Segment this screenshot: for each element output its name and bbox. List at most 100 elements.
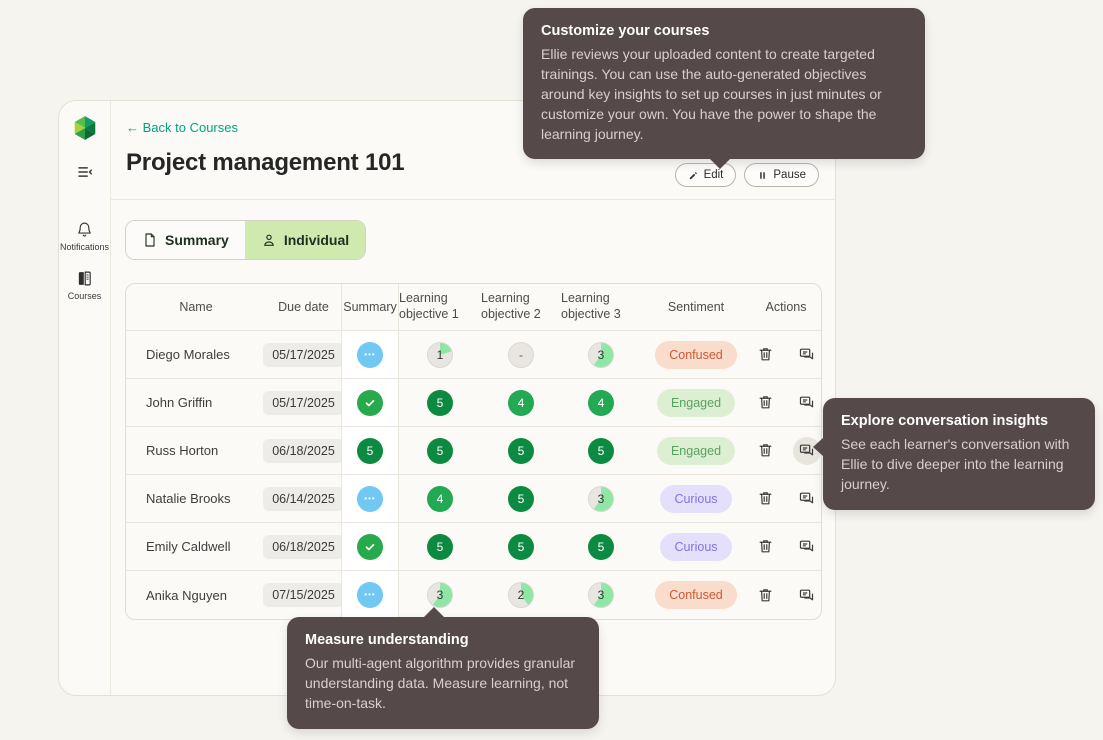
learner-name: Russ Horton (146, 443, 219, 458)
due-date-cell: 06/14/2025 (263, 475, 344, 522)
page-title: Project management 101 (126, 149, 405, 176)
chat-button[interactable] (793, 581, 821, 609)
page-header: ← Back to Courses Project management 101… (111, 101, 835, 200)
column-header-sentiment: Sentiment (667, 300, 725, 314)
due-date-cell: 06/18/2025 (263, 523, 344, 570)
summary-cell: ••• (341, 331, 399, 378)
score-badge: 5 (427, 389, 453, 416)
due-date-cell: 07/15/2025 (263, 571, 344, 619)
in-progress-badge: ••• (357, 341, 383, 368)
delete-button[interactable] (752, 485, 780, 513)
chat-icon (799, 540, 814, 552)
due-date-cell: 05/17/2025 (263, 379, 344, 426)
tooltip-arrow (423, 607, 445, 618)
sentiment-badge: Confused (655, 581, 737, 609)
summary-cell (341, 379, 399, 426)
delete-button[interactable] (752, 437, 780, 465)
name-cell: Diego Morales (126, 331, 266, 378)
column-header-actions: Actions (765, 300, 807, 314)
score-pie-badge: 2 (508, 582, 534, 608)
edit-button-label: Edit (703, 169, 724, 181)
chat-icon (799, 492, 814, 504)
chat-button[interactable] (793, 485, 821, 513)
score-badge: 5 (427, 533, 453, 560)
actions-cell (751, 475, 821, 522)
summary-cell (341, 523, 399, 570)
sentiment-cell: Curious (641, 475, 751, 522)
actions-cell (751, 571, 821, 619)
pause-button[interactable]: Pause (744, 163, 819, 187)
delete-button[interactable] (752, 389, 780, 417)
ellipsis-icon: ••• (364, 493, 376, 503)
person-icon (263, 234, 274, 246)
due-date-value: 06/18/2025 (263, 438, 344, 463)
summary-cell: ••• (341, 571, 399, 619)
column-header-lo2: Learning objective 2 (481, 291, 541, 321)
learner-name: Anika Nguyen (146, 587, 227, 603)
complete-badge (357, 533, 383, 560)
learner-name: Diego Morales (146, 347, 230, 362)
sidebar-item-label: Notifications (59, 242, 110, 252)
chat-button[interactable] (793, 389, 821, 417)
tooltip-body: See each learner's conversation with Ell… (841, 436, 1070, 492)
pause-button-label: Pause (773, 169, 806, 181)
chat-button[interactable] (793, 341, 821, 369)
score-badge: 4 (427, 485, 453, 512)
tooltip-title: Explore conversation insights (841, 413, 1049, 429)
ellipsis-icon: ••• (364, 590, 376, 599)
score-badge: 5 (588, 533, 614, 560)
delete-button[interactable] (752, 533, 780, 561)
tab-summary[interactable]: Summary (126, 221, 245, 259)
sidebar-item-courses[interactable]: Courses (68, 270, 101, 301)
sentiment-badge: Engaged (656, 388, 736, 417)
trash-icon (759, 492, 772, 505)
sentiment-badge: Engaged (656, 436, 736, 465)
tooltip-title: Customize your courses (541, 23, 710, 39)
name-cell: Emily Caldwell (126, 523, 266, 570)
collapse-sidebar-button[interactable] (76, 163, 94, 181)
complete-badge (357, 389, 383, 416)
sentiment-cell: Engaged (641, 427, 751, 474)
score-pie-badge: 3 (588, 582, 614, 608)
back-to-courses-link[interactable]: ← Back to Courses (126, 120, 238, 135)
actions-cell (751, 427, 821, 474)
summary-cell: 5 (341, 427, 399, 474)
due-date-value: 07/15/2025 (263, 583, 344, 607)
objective-3-cell: 3 (561, 571, 641, 619)
app-logo-icon (74, 116, 95, 140)
ellipsis-icon: ••• (364, 349, 376, 359)
chat-icon (799, 348, 814, 360)
delete-button[interactable] (752, 341, 780, 369)
score-pie-badge: 1 (427, 341, 453, 368)
trash-icon (759, 396, 772, 409)
sidebar-item-notifications[interactable]: Notifications (60, 221, 109, 252)
actions-cell (751, 379, 821, 426)
delete-button[interactable] (752, 581, 780, 609)
sentiment-badge: Confused (655, 340, 737, 369)
pencil-icon (689, 171, 697, 179)
trash-icon (759, 588, 772, 601)
objective-1-cell: 5 (399, 379, 481, 426)
objective-2-cell: 4 (481, 379, 561, 426)
tab-individual-label: Individual (283, 232, 350, 248)
actions-cell (751, 331, 821, 378)
view-tabs: Summary Individual (125, 220, 367, 260)
objective-2-cell: 5 (481, 523, 561, 570)
objective-2-cell: 5 (481, 475, 561, 522)
due-date-value: 05/17/2025 (263, 342, 344, 367)
due-date-cell: 06/18/2025 (263, 427, 344, 474)
chat-button[interactable] (793, 533, 821, 561)
objective-2-cell: 2 (481, 571, 561, 619)
tab-individual[interactable]: Individual (244, 221, 366, 259)
learner-name: Natalie Brooks (146, 491, 231, 506)
objective-1-cell: 5 (399, 523, 481, 570)
name-cell: Anika Nguyen (126, 571, 266, 619)
due-date-cell: 05/17/2025 (263, 331, 344, 378)
objective-3-cell: 3 (561, 331, 641, 378)
sentiment-badge: Curious (660, 484, 732, 513)
